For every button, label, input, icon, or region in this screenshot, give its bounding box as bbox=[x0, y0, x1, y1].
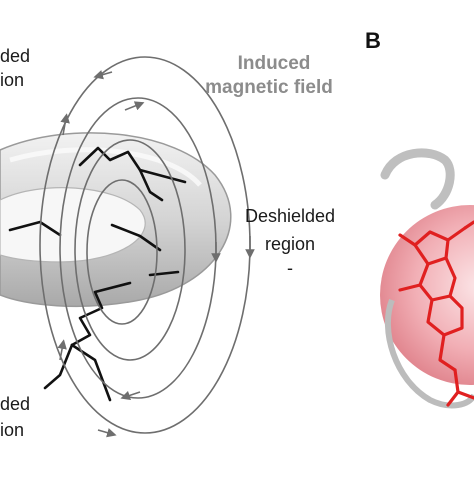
panel-b-illustration bbox=[380, 148, 474, 409]
deshielded-sign: - bbox=[287, 258, 293, 278]
induced-field-lines bbox=[39, 56, 255, 438]
molecule-skeleton bbox=[8, 146, 187, 402]
shielded-region-top-label-line2: ion bbox=[0, 70, 25, 90]
shielded-region-top-label-line1: ded bbox=[0, 46, 31, 66]
deshielded-region-label-line2: region bbox=[264, 234, 316, 254]
panel-b-letter: B bbox=[365, 28, 381, 53]
shielded-region-bottom-label-line2: ion bbox=[0, 420, 25, 440]
induced-field-label-line1: Induced bbox=[237, 53, 311, 74]
deshielded-region-label-line1: Deshielded bbox=[244, 206, 336, 226]
induced-field-label-line2: magnetic field bbox=[205, 77, 333, 98]
aromatic-ring bbox=[0, 132, 232, 308]
shielded-region-bottom-label-line1: ded bbox=[0, 394, 31, 414]
